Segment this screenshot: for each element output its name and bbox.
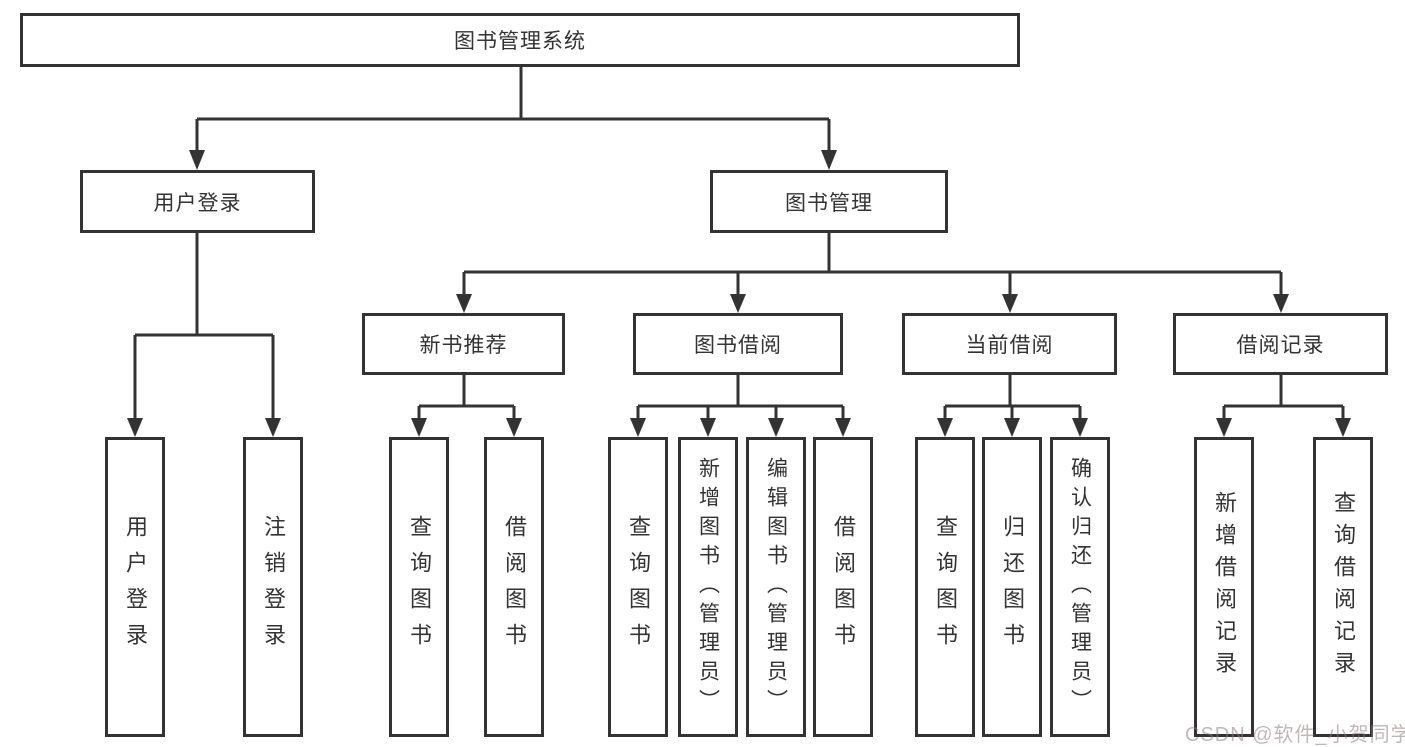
- leaf-logout: 注销登录: [243, 437, 303, 737]
- leaf-borrow-books-2: 借阅图书: [813, 437, 873, 737]
- node-system-root: 图书管理系统: [20, 13, 1020, 67]
- leaf-add-books-admin: 新增图书（管理员）: [678, 437, 738, 737]
- node-current-borrow: 当前借阅: [902, 313, 1117, 375]
- arrowheads: [127, 150, 1351, 437]
- leaf-query-borrow-record: 查询借阅记录: [1313, 437, 1373, 737]
- leaf-edit-books-admin: 编辑图书（管理员）: [746, 437, 806, 737]
- leaf-query-books-3: 查询图书: [915, 437, 975, 737]
- leaf-user-login: 用户登录: [105, 437, 165, 737]
- node-book-borrow: 图书借阅: [633, 313, 843, 375]
- leaf-query-books-1: 查询图书: [389, 437, 449, 737]
- leaf-add-borrow-record: 新增借阅记录: [1194, 437, 1254, 737]
- node-new-book-recommend: 新书推荐: [362, 313, 565, 375]
- node-user-login: 用户登录: [80, 170, 315, 233]
- node-book-management: 图书管理: [710, 170, 948, 233]
- node-borrow-records: 借阅记录: [1173, 313, 1388, 375]
- leaf-borrow-books-1: 借阅图书: [484, 437, 544, 737]
- leaf-query-books-2: 查询图书: [608, 437, 668, 737]
- leaf-return-books: 归还图书: [982, 437, 1042, 737]
- leaf-confirm-return-admin: 确认归还（管理员）: [1050, 437, 1110, 737]
- csdn-watermark: CSDN @软件_小贺同学: [1185, 724, 1405, 746]
